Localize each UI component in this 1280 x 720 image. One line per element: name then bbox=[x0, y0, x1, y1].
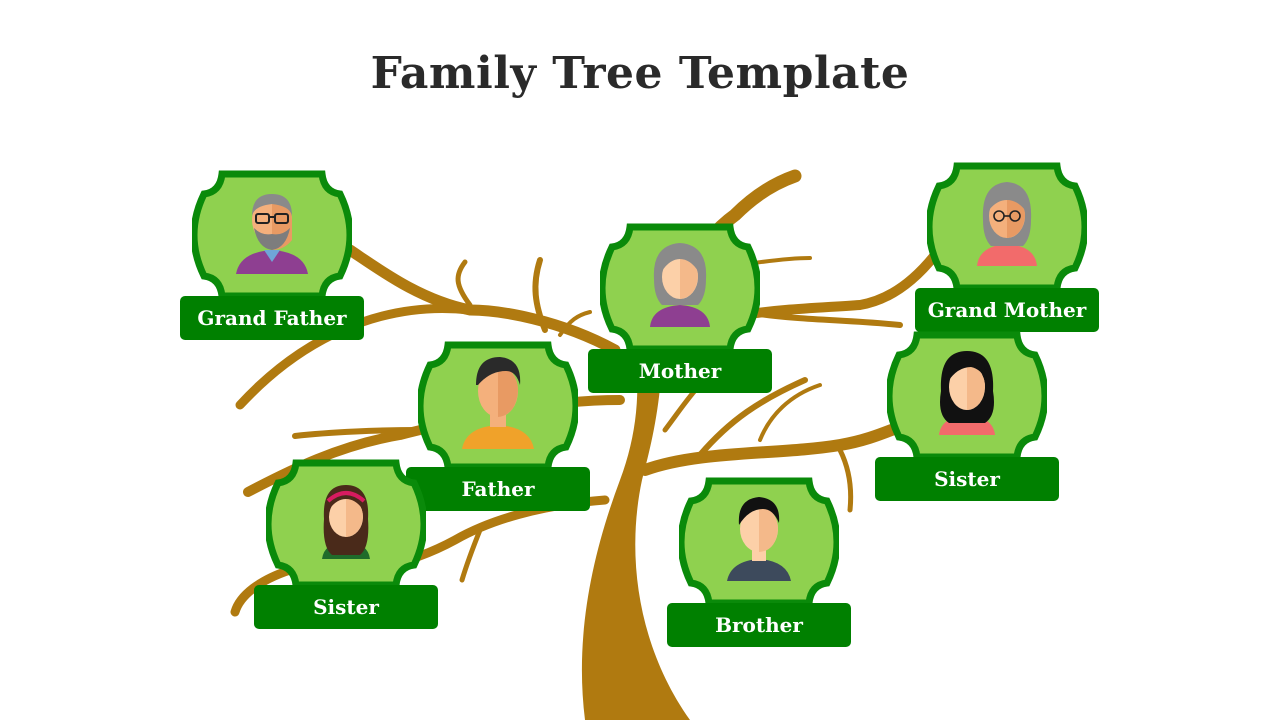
member-label: Sister bbox=[875, 457, 1059, 501]
member-frame bbox=[600, 223, 760, 353]
member-label: Grand Father bbox=[180, 296, 364, 340]
member-grand-father[interactable]: Grand Father bbox=[180, 170, 364, 340]
member-frame bbox=[679, 477, 839, 607]
brother-avatar-icon bbox=[727, 497, 791, 581]
member-father[interactable]: Father bbox=[406, 341, 590, 511]
member-mother[interactable]: Mother bbox=[588, 223, 772, 393]
grandfather-avatar-icon bbox=[236, 194, 308, 274]
page-title: Family Tree Template bbox=[370, 48, 910, 99]
member-label: Grand Mother bbox=[915, 288, 1099, 332]
member-sister-left[interactable]: Sister bbox=[254, 459, 438, 629]
member-frame bbox=[927, 162, 1087, 292]
grandmother-avatar-icon bbox=[977, 182, 1037, 266]
member-grand-mother[interactable]: Grand Mother bbox=[915, 162, 1099, 332]
member-frame bbox=[887, 331, 1047, 461]
father-avatar-icon bbox=[462, 357, 534, 449]
sister-avatar-icon bbox=[939, 351, 995, 435]
member-frame bbox=[266, 459, 426, 589]
member-label: Sister bbox=[254, 585, 438, 629]
member-label: Brother bbox=[667, 603, 851, 647]
mother-avatar-icon bbox=[650, 243, 710, 327]
member-label: Mother bbox=[588, 349, 772, 393]
member-label: Father bbox=[406, 467, 590, 511]
member-frame bbox=[418, 341, 578, 471]
member-frame bbox=[192, 170, 352, 300]
member-brother[interactable]: Brother bbox=[667, 477, 851, 647]
member-sister-right[interactable]: Sister bbox=[875, 331, 1059, 501]
sister-avatar-icon bbox=[322, 485, 370, 559]
